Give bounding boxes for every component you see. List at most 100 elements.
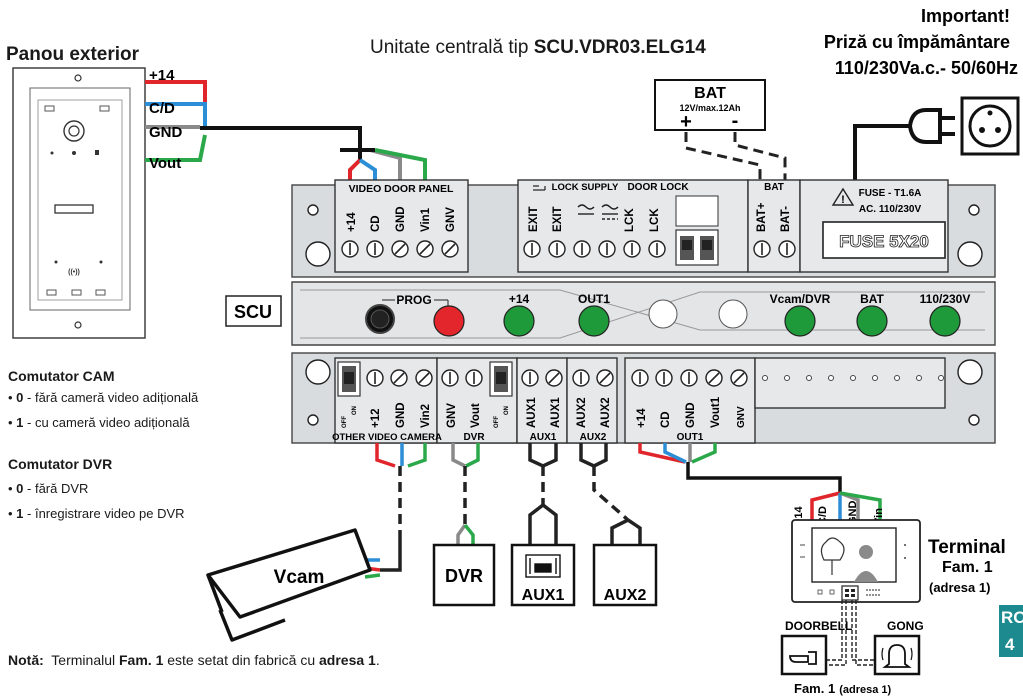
led-mains [929, 305, 961, 337]
fuse-voltage: AC. 110/230V [859, 204, 922, 215]
language-badge: RO 4 [999, 605, 1023, 657]
outdoor-wires [145, 80, 362, 162]
term-dvr-vout: Vout [470, 403, 482, 428]
footnote: Notă: Terminalul Fam. 1 este setat din f… [8, 652, 380, 668]
doorbell-gong-wires [826, 600, 875, 666]
term-vdp-gnd: GND [395, 206, 407, 232]
svg-text:OFF: OFF [494, 416, 500, 428]
led-mains-label: 110/230V [920, 292, 971, 306]
battery-minus: - [732, 110, 739, 132]
doorbell-button [780, 634, 828, 676]
svg-text:ON: ON [504, 406, 510, 415]
term-vdp-vin1: Vin1 [420, 207, 432, 232]
cam-switch-title: Comutator CAM [8, 368, 115, 384]
important-line1: Important! [921, 6, 1010, 26]
term-bat-plus: BAT+ [756, 202, 768, 232]
wire-label-p14: +14 [149, 67, 175, 84]
cam-switch-option-1: • 1 - cu cameră video adițională [8, 415, 190, 430]
led-out1 [578, 305, 610, 337]
video-camera-icon [206, 528, 372, 642]
plug-icon [853, 108, 955, 180]
term-aux1-a: AUX1 [526, 397, 538, 428]
fuse-rating: FUSE - T1.6A [859, 188, 922, 199]
top-terminal-labels: +14 CD GND Vin1 GNV EXIT EXIT LCK LCK BA… [346, 202, 792, 232]
exit-button-icon [533, 185, 546, 191]
svg-text:!: ! [841, 194, 845, 206]
term-exit-2: EXIT [552, 206, 564, 232]
led-prog [433, 305, 465, 337]
bottom-terminal-labels: +12 GND Vin2 GNV Vout AUX1 AUX1 AUX2 AUX… [370, 396, 747, 428]
out1-wires [638, 443, 882, 520]
svg-text:((•)): ((•)) [68, 269, 80, 276]
bell-icon [882, 644, 912, 668]
warning-icon: ! [831, 187, 855, 206]
group-door-lock: DOOR LOCK [627, 182, 689, 193]
term-vdp-p14: +14 [346, 212, 358, 232]
group-bat: BAT [764, 182, 784, 193]
camera-wires [364, 443, 427, 579]
door-lock-dip-switches[interactable] [675, 195, 719, 266]
terminal-addr: (adresa 1) [929, 580, 990, 595]
term-aux2-a: AUX2 [576, 397, 588, 428]
battery-label: BAT [694, 85, 726, 102]
term-cam-vin2: Vin2 [420, 404, 432, 428]
doorbell-label: DOORBELL [785, 619, 852, 633]
term-dvr-gnv: GNV [446, 403, 458, 428]
group-video-door-panel: VIDEO DOOR PANEL [349, 183, 454, 195]
dvr-label: DVR [445, 566, 483, 586]
indoor-monitor [791, 519, 921, 603]
important-line3: 110/230Va.c.- 50/60Hz [835, 58, 1018, 78]
terminal-title: Terminal [928, 537, 1006, 558]
aux1-wires [528, 443, 558, 545]
gong-label: GONG [887, 619, 924, 633]
term-aux2-b: AUX2 [600, 397, 612, 428]
socket-icon [960, 96, 1020, 156]
page-title: Unitate centrală tip SCU.VDR03.ELG14 [370, 37, 706, 58]
aux1-device: AUX1 [510, 543, 576, 607]
term-out1-gnv: GNV [736, 406, 747, 428]
group-out1: OUT1 [677, 432, 704, 443]
term-out1-cd: CD [660, 411, 672, 428]
cam-switch-option-0: • 0 - fără cameră video adițională [8, 390, 199, 405]
led-p14 [503, 305, 535, 337]
led-p14-label: +14 [509, 292, 530, 306]
term-cam-p12: +12 [370, 408, 382, 428]
term-aux1-b: AUX1 [550, 397, 562, 428]
led-row: PROG +14 OUT1 Vcam/DVR BAT 110/230V [365, 292, 971, 337]
outdoor-panel: ((•)) [12, 67, 146, 339]
group-lock-supply: LOCK SUPPLY [552, 182, 619, 193]
led-out1-label: OUT1 [578, 292, 610, 306]
bottom-screw-row [366, 369, 748, 387]
dvr-dip-switch[interactable]: OFF ON [489, 361, 513, 428]
group-other-video-camera: OTHER VIDEO CAMERA [332, 432, 442, 443]
aux2-wires [579, 443, 642, 545]
aux2-label: AUX2 [604, 587, 647, 604]
aux2-device: AUX2 [592, 543, 658, 607]
term-cam-gnd: GND [395, 402, 407, 428]
scu-housing [291, 179, 996, 444]
led-bat [856, 305, 888, 337]
scu-label: SCU [234, 302, 272, 322]
term-out1-p14: +14 [636, 408, 648, 428]
svg-text:OFF: OFF [342, 416, 348, 428]
term-vdp-cd: CD [370, 215, 382, 232]
dvr-wires [451, 443, 480, 545]
lock-supply-icons [577, 204, 619, 220]
fuse-holder: FUSE 5X20 [822, 221, 946, 259]
dvr-device: DVR [432, 543, 496, 607]
important-line2: Priză cu împământare [824, 32, 1010, 52]
fuse-label: FUSE 5X20 [839, 232, 929, 251]
led-prog-label: PROG [396, 293, 431, 307]
svg-text:GND: GND [847, 501, 859, 526]
led-vcam [784, 305, 816, 337]
term-exit-1: EXIT [528, 206, 540, 232]
doorbell-hand-icon [789, 651, 817, 665]
vcam-label: Vcam [274, 567, 325, 588]
cam-dip-switch[interactable]: OFF ON [337, 361, 361, 428]
term-out1-gnd: GND [685, 402, 697, 428]
led-bat-label: BAT [860, 292, 884, 306]
svg-text:ON: ON [352, 406, 358, 415]
dvr-switch-option-0: • 0 - fără DVR [8, 481, 89, 496]
group-aux2: AUX2 [580, 432, 607, 443]
